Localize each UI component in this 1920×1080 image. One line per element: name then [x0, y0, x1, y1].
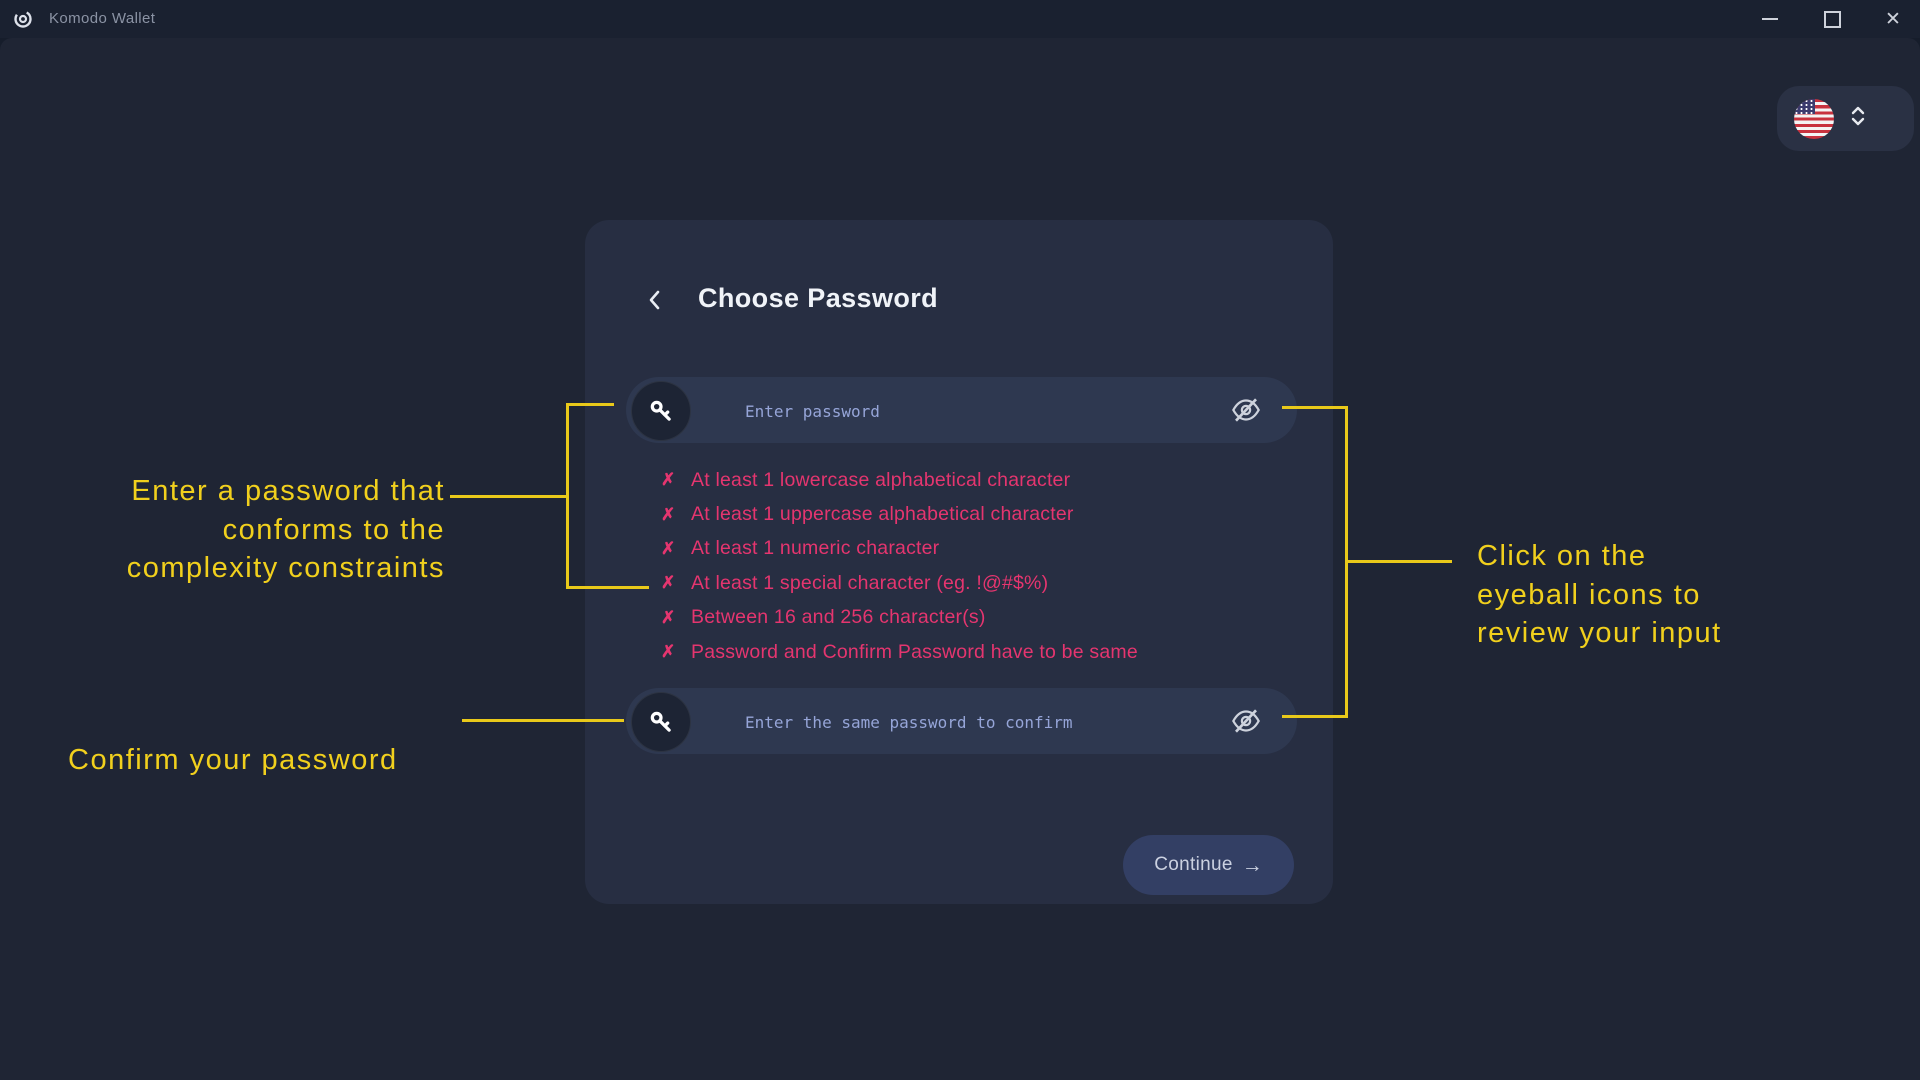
validation-item: ✗ Between 16 and 256 character(s): [661, 606, 986, 629]
chevron-left-icon: [649, 290, 660, 310]
validation-item: ✗ Password and Confirm Password have to …: [661, 640, 1138, 663]
password-annotation-text: Enter a password that conforms to the co…: [126, 475, 445, 584]
eye-off-icon: [1232, 709, 1260, 733]
minimize-icon[interactable]: [1753, 3, 1787, 35]
page-title: Choose Password: [698, 283, 939, 313]
continue-button[interactable]: Continue →: [1123, 835, 1294, 895]
annotation-line: [566, 586, 649, 589]
close-icon[interactable]: ✕: [1885, 8, 1901, 30]
annotation-line: [1282, 715, 1348, 718]
eyeball-annotation-text: Click on the eyeball icons to review you…: [1477, 540, 1722, 649]
arrow-right-icon: →: [1241, 853, 1263, 877]
password-input-container: [626, 377, 1297, 445]
annotation-line: [462, 719, 624, 722]
main-content: Choose Password: [0, 38, 1920, 1080]
annotation-line: [566, 403, 569, 589]
titlebar: Komodo Wallet ✕: [0, 0, 1920, 38]
x-mark-icon: ✗: [661, 573, 676, 593]
komodo-logo: [13, 9, 33, 29]
confirm-password-visibility-toggle[interactable]: [1223, 704, 1269, 738]
back-button[interactable]: [638, 282, 672, 318]
choose-password-card: Choose Password: [585, 220, 1333, 904]
password-input[interactable]: [743, 377, 1187, 445]
x-mark-icon: ✗: [661, 470, 676, 490]
confirm-password-input[interactable]: [743, 688, 1187, 756]
annotation-line: [450, 495, 567, 498]
language-selector[interactable]: [1777, 86, 1914, 151]
confirm-annotation-text: Confirm your password: [68, 744, 398, 776]
annotation-line: [1282, 406, 1348, 409]
us-flag-icon: [1794, 98, 1834, 139]
password-visibility-toggle[interactable]: [1223, 393, 1269, 427]
validation-item: ✗ At least 1 numeric character: [661, 537, 940, 560]
validation-item: ✗ At least 1 special character (eg. !@#$…: [661, 571, 1049, 594]
confirm-password-input-container: [626, 688, 1297, 756]
x-mark-icon: ✗: [661, 607, 676, 627]
validation-item: ✗ At least 1 lowercase alphabetical char…: [661, 468, 1071, 491]
key-icon: [631, 381, 691, 441]
maximize-icon[interactable]: [1815, 3, 1849, 35]
x-mark-icon: ✗: [661, 642, 676, 662]
validation-item: ✗ At least 1 uppercase alphabetical char…: [661, 503, 1074, 526]
up-down-chevron-icon: [1847, 103, 1869, 134]
x-mark-icon: ✗: [661, 538, 676, 558]
password-validation-list: ✗ At least 1 lowercase alphabetical char…: [661, 463, 1138, 669]
annotation-line: [1345, 560, 1452, 563]
window-title: Komodo Wallet: [49, 10, 156, 27]
annotation-line: [566, 403, 614, 406]
key-icon: [631, 692, 691, 752]
x-mark-icon: ✗: [661, 504, 676, 524]
eye-off-icon: [1232, 398, 1260, 422]
